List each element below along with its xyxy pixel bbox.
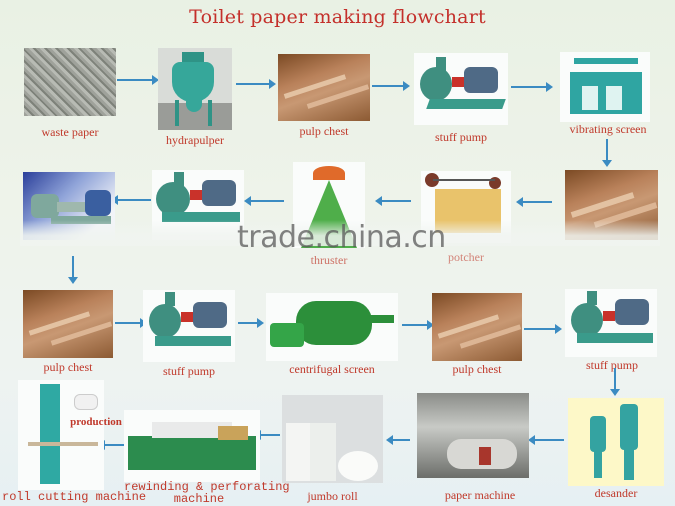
arrow-left-icon	[254, 430, 280, 440]
stuff-pump-image	[143, 290, 235, 362]
watermark: trade.china.cn	[237, 220, 446, 255]
step-label: waste paper	[41, 125, 99, 139]
arrow-right-icon	[511, 82, 553, 92]
step-label: stuff pump	[162, 364, 216, 378]
step-label: stuff pump	[434, 130, 488, 144]
arrow-left-icon	[386, 435, 410, 445]
step-label: stuff pump	[585, 358, 639, 372]
centrifugal-screen-image	[266, 293, 398, 361]
stuff-pump-image	[565, 289, 657, 357]
roll-cutting-machine-image	[18, 380, 104, 490]
arrow-down-icon	[68, 256, 78, 284]
arrow-down-icon	[610, 368, 620, 396]
step-label: desander	[594, 486, 638, 500]
arrow-left-icon	[111, 195, 151, 205]
step-label: pulp chest	[43, 360, 93, 374]
arrow-left-icon	[516, 197, 552, 207]
step-label: pulp chest	[299, 124, 349, 138]
step-label: hydrapulper	[166, 133, 224, 147]
arrow-left-icon	[244, 196, 284, 206]
paper-machine-image	[417, 393, 529, 478]
arrow-down-icon	[602, 139, 612, 167]
arrow-right-icon	[524, 324, 562, 334]
step-label: thruster	[310, 253, 348, 267]
desander-image	[568, 398, 664, 486]
pulp-chest-image	[432, 293, 522, 361]
arrow-left-icon	[528, 435, 564, 445]
step-label: centrifugal screen	[289, 362, 375, 376]
step-label: paper machine	[444, 488, 516, 502]
step-label: pulp chest	[452, 362, 502, 376]
step-label: vibrating screen	[569, 122, 647, 136]
pulp-chest-image	[278, 54, 370, 121]
arrow-left-icon	[375, 196, 411, 206]
arrow-left-icon	[98, 440, 124, 450]
waste-paper-image	[24, 48, 116, 116]
production-label: production	[70, 416, 122, 428]
arrow-right-icon	[402, 320, 434, 330]
step-label: rewinding & perforating	[124, 480, 290, 494]
vibrating-screen-image	[560, 52, 650, 122]
arrow-right-icon	[236, 79, 276, 89]
arrow-right-icon	[117, 75, 159, 85]
step-label: roll cutting machine	[2, 490, 147, 504]
arrow-right-icon	[372, 81, 410, 91]
page-title: Toilet paper making flowchart	[189, 6, 486, 28]
pulp-chest-image	[23, 290, 113, 358]
step-label-line2: machine	[173, 492, 225, 506]
arrow-right-icon	[115, 318, 147, 328]
stuff-pump-image	[414, 53, 508, 125]
jumbo-roll-image	[282, 395, 383, 483]
image-fade-overlay	[20, 220, 660, 246]
step-label: potcher	[448, 250, 484, 264]
rewinding-machine-image	[124, 410, 260, 482]
hydrapulper-image	[158, 48, 232, 130]
step-label: jumbo roll	[307, 489, 358, 503]
arrow-right-icon	[238, 318, 264, 328]
